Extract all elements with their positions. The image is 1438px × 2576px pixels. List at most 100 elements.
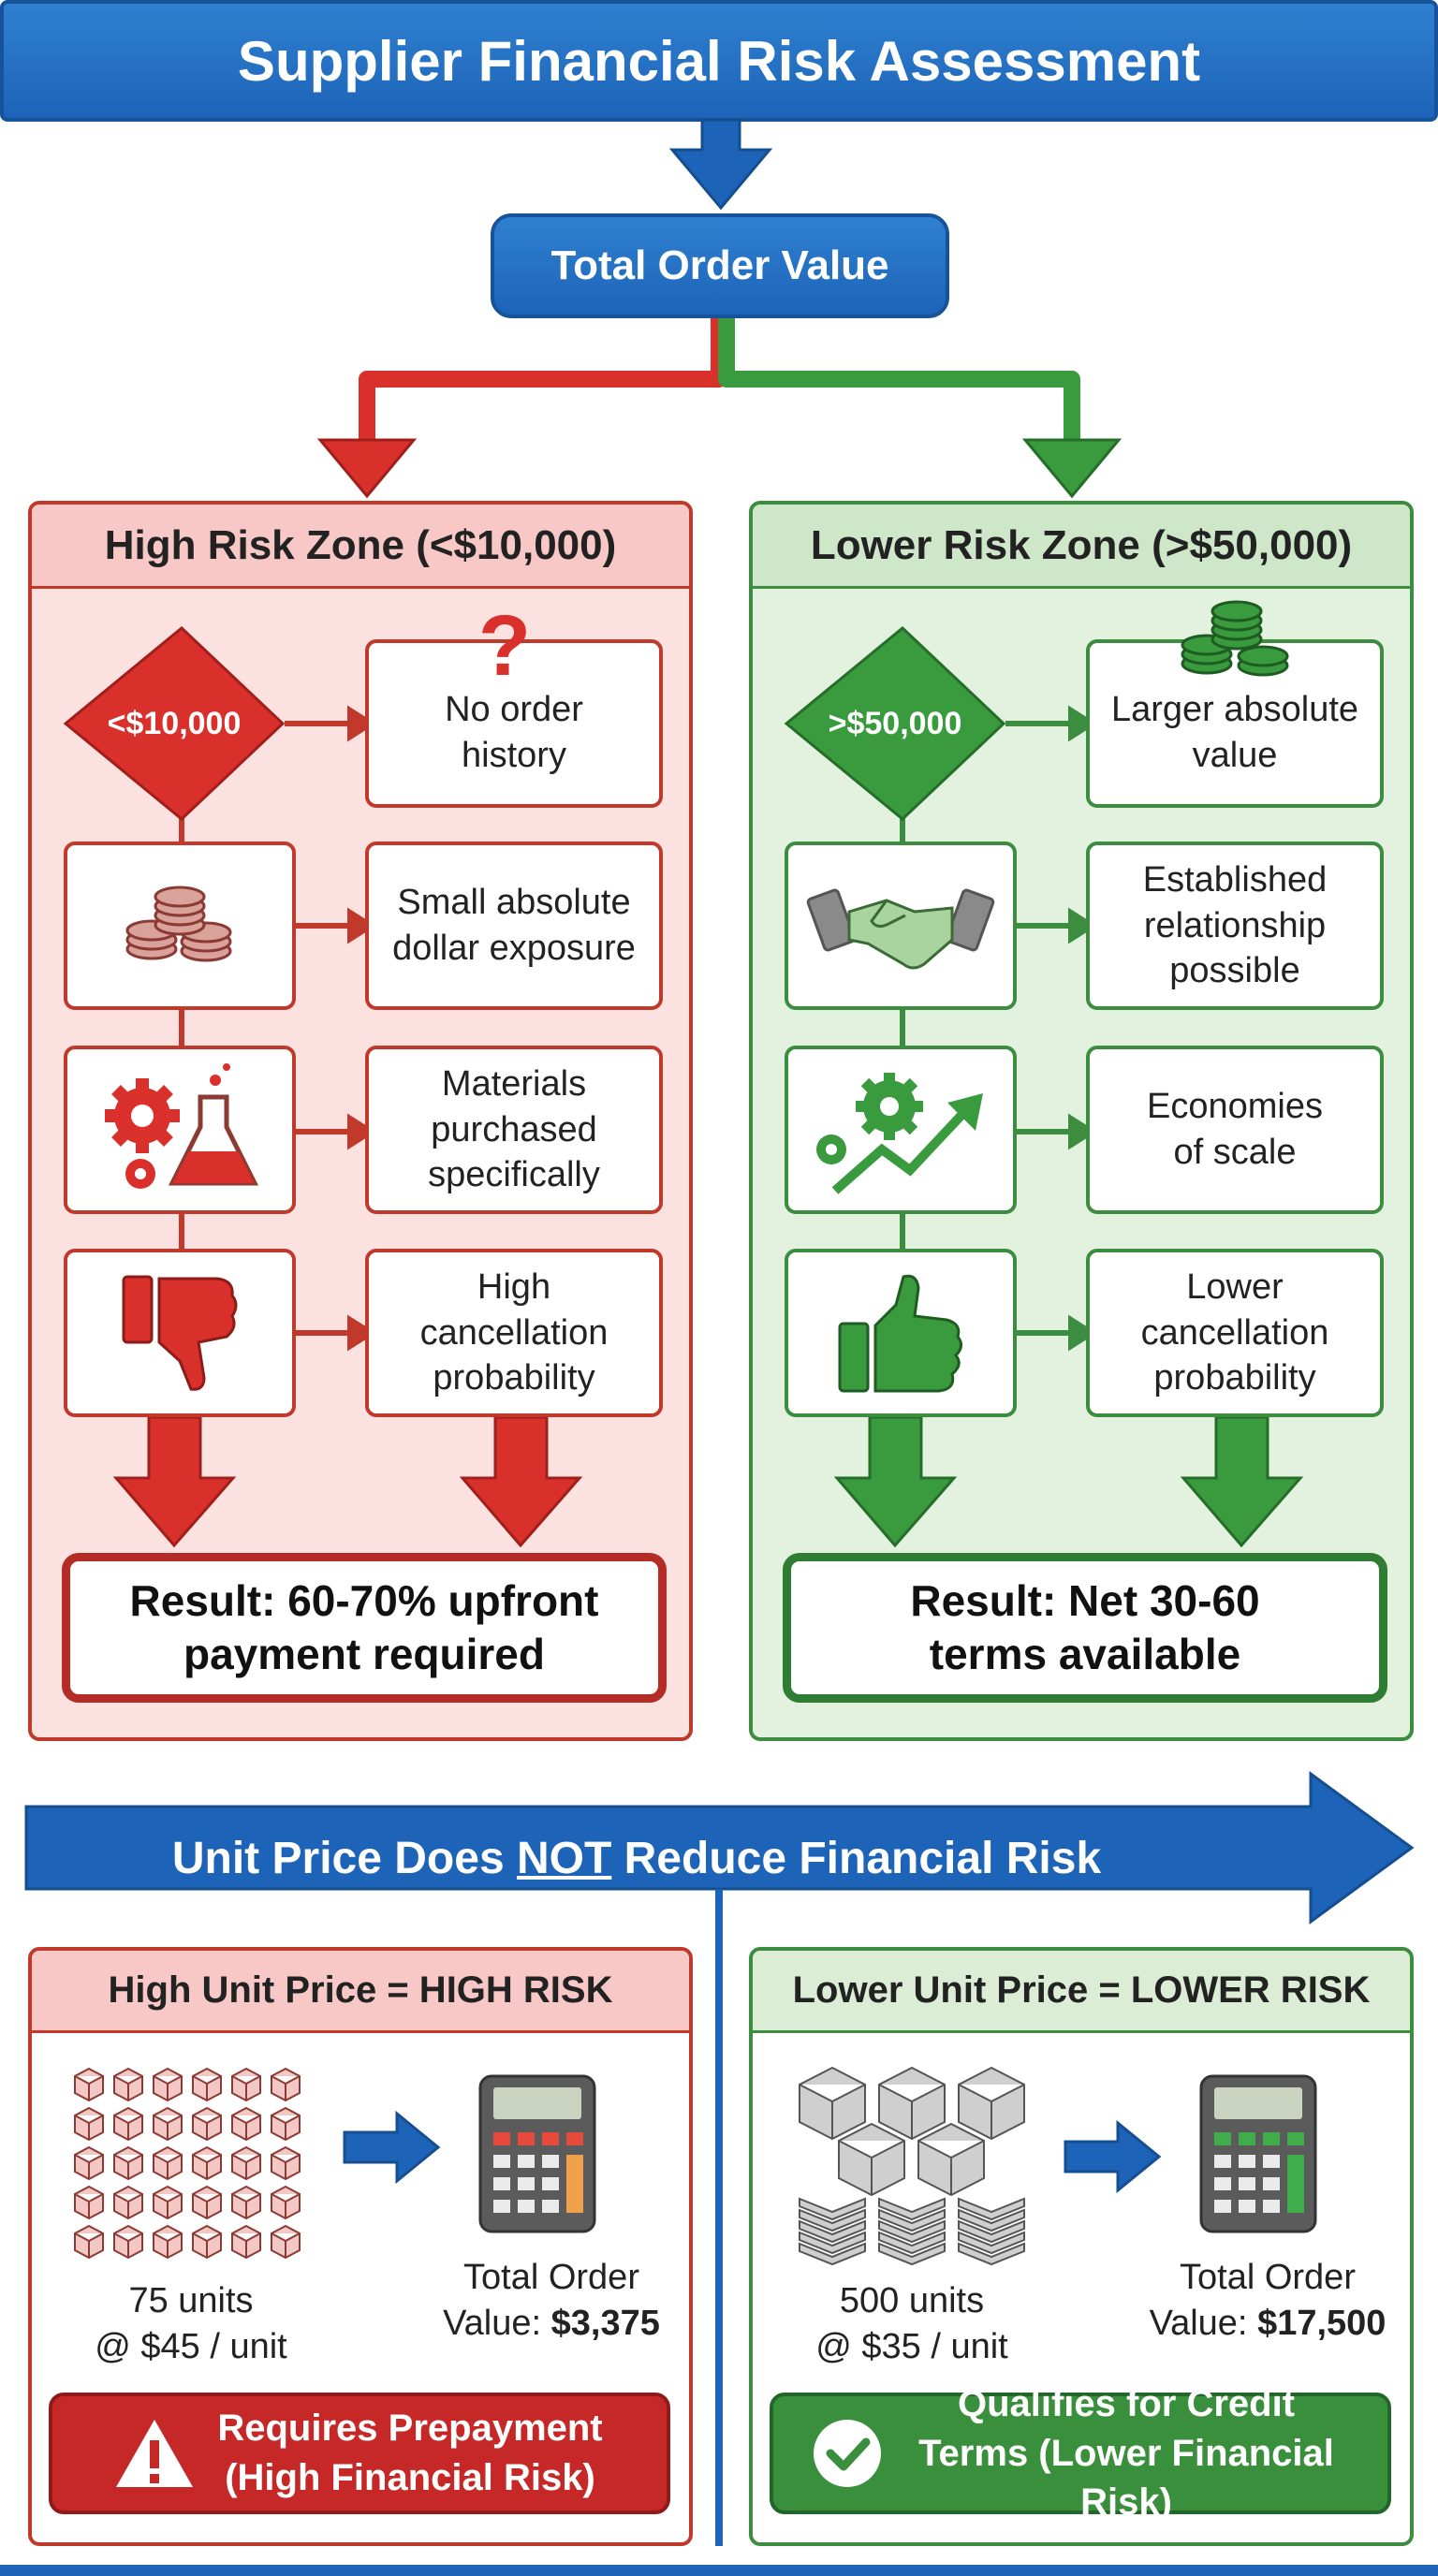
small-box-icon — [271, 2067, 301, 2102]
stack-layer-icon — [799, 2242, 866, 2266]
gear-growth-icon — [816, 1073, 983, 1197]
factor-label: Larger absolute value — [1110, 690, 1359, 775]
small-box-icon — [113, 2106, 143, 2142]
stack-layer-icon — [958, 2219, 1025, 2244]
svg-text:?: ? — [478, 598, 531, 694]
result-label: Result: Net 30-60 terms available — [910, 1575, 1260, 1679]
factor-label: Small absolute dollar exposure — [392, 883, 636, 968]
arrow-down-blue — [668, 118, 773, 211]
factor-label: Materials purchased specifically — [428, 1064, 600, 1195]
arrow-right-icon — [343, 2110, 441, 2185]
units-text: 75 units @ $45 / unit — [51, 2278, 331, 2371]
stack-layer-icon — [958, 2208, 1025, 2232]
arrow-down-red-right — [459, 1415, 583, 1548]
units-count: 500 units — [839, 2281, 985, 2320]
total-order-label: Total Order — [463, 2258, 639, 2297]
question-icon: ? — [478, 598, 531, 694]
thumbs-down-icon — [122, 1275, 238, 1391]
small-box-icon — [113, 2185, 143, 2220]
stack-layer-icon — [799, 2208, 866, 2232]
units-count: 75 units — [128, 2281, 254, 2320]
high-unit-price-title: High Unit Price = HIGH RISK — [32, 1951, 689, 2033]
gear-growth-icon-box — [785, 1046, 1017, 1214]
coins-icon — [125, 886, 232, 962]
lower-unit-price-title: Lower Unit Price = LOWER RISK — [753, 1951, 1410, 2033]
factor-label: Economies of scale — [1147, 1087, 1323, 1172]
small-box-icon — [271, 2185, 301, 2220]
small-box-icon — [74, 2145, 104, 2181]
small-box-icon — [153, 2185, 183, 2220]
small-box-icon — [153, 2106, 183, 2142]
credit-terms-text: Qualifies for Credit Terms (Lower Financ… — [918, 2382, 1334, 2524]
small-box-icon — [74, 2106, 104, 2142]
total-order-label: Total Order — [1180, 2258, 1356, 2297]
small-box-icon — [113, 2067, 143, 2102]
prepayment-text: Requires Prepayment (High Financial Risk… — [217, 2408, 603, 2498]
large-box-icon — [917, 2122, 985, 2197]
small-box-icon — [153, 2067, 183, 2102]
total-order-value: $17,500 — [1257, 2304, 1387, 2344]
factor-label: Established relationship possible — [1142, 860, 1328, 991]
small-box-icon — [192, 2067, 222, 2102]
small-box-icon — [153, 2145, 183, 2181]
total-order-text: Total Order Value: $17,500 — [1118, 2255, 1417, 2348]
unit-price-banner: Unit Price Does NOT Reduce Financial Ris… — [172, 1816, 1101, 1900]
result-label: Result: 60-70% upfront payment required — [129, 1575, 599, 1679]
diamond-red — [63, 626, 286, 821]
gear-flask-icon-box — [64, 1046, 296, 1214]
unit-price: @ $45 / unit — [95, 2327, 287, 2367]
small-box-icon — [192, 2106, 222, 2142]
checkmark-icon — [814, 2420, 881, 2487]
stack-layer-icon — [958, 2231, 1025, 2255]
high-risk-zone-title: High Risk Zone (<$10,000) — [32, 505, 689, 589]
factor-economies: Economies of scale — [1086, 1046, 1384, 1214]
lower-risk-result: Result: Net 30-60 terms available — [783, 1553, 1387, 1703]
stack-layer-icon — [878, 2208, 946, 2232]
small-box-icon — [231, 2106, 261, 2142]
small-boxes-icon — [74, 2067, 301, 2260]
credit-terms-badge: Qualifies for Credit Terms (Lower Financ… — [770, 2383, 1391, 2523]
lower-risk-zone-title: Lower Risk Zone (>$50,000) — [753, 505, 1410, 589]
small-box-icon — [192, 2145, 222, 2181]
stack-layer-icon — [878, 2231, 946, 2255]
stack-layer-icon — [878, 2242, 946, 2266]
value-label: Value: — [1149, 2304, 1248, 2344]
arrow-down-green-left — [833, 1415, 958, 1548]
diamond-green — [784, 626, 1006, 821]
thumbs-up-icon — [838, 1274, 962, 1393]
requires-prepayment-badge: Requires Prepayment (High Financial Risk… — [49, 2393, 670, 2514]
small-box-icon — [74, 2185, 104, 2220]
high-risk-result: Result: 60-70% upfront payment required — [62, 1553, 667, 1703]
total-order-value-node: Total Order Value — [491, 213, 949, 318]
small-box-icon — [192, 2224, 222, 2260]
coins-icon — [1181, 600, 1289, 677]
arrow-down-green-right — [1180, 1415, 1304, 1548]
stack-layer-icon — [799, 2197, 866, 2221]
stack-layer-icon — [878, 2219, 946, 2244]
small-box-icon — [74, 2224, 104, 2260]
small-box-icon — [113, 2224, 143, 2260]
banner-text-before: Unit Price Does — [171, 1833, 517, 1883]
thumbs-up-icon-box — [785, 1249, 1017, 1417]
stack-layer-icon — [958, 2242, 1025, 2266]
handshake-icon — [806, 888, 995, 970]
page-title: Supplier Financial Risk Assessment — [0, 0, 1438, 122]
coins-icon-box — [64, 842, 296, 1010]
small-box-icon — [271, 2106, 301, 2142]
small-box-icon — [231, 2185, 261, 2220]
calculator-icon — [1199, 2074, 1317, 2233]
factor-no-order-history: No order history — [365, 639, 663, 808]
small-box-icon — [271, 2145, 301, 2181]
small-box-icon — [231, 2067, 261, 2102]
factor-label: No order history — [445, 690, 583, 775]
thumbs-down-icon-box — [64, 1249, 296, 1417]
factor-small-exposure: Small absolute dollar exposure — [365, 842, 663, 1010]
stack-layer-icon — [958, 2197, 1025, 2221]
factor-materials: Materials purchased specifically — [365, 1046, 663, 1214]
unit-price: @ $35 / unit — [815, 2327, 1008, 2367]
warning-icon — [116, 2420, 193, 2487]
small-box-icon — [231, 2145, 261, 2181]
gear-flask-icon — [105, 1063, 259, 1189]
total-order-text: Total Order Value: $3,375 — [406, 2255, 697, 2348]
